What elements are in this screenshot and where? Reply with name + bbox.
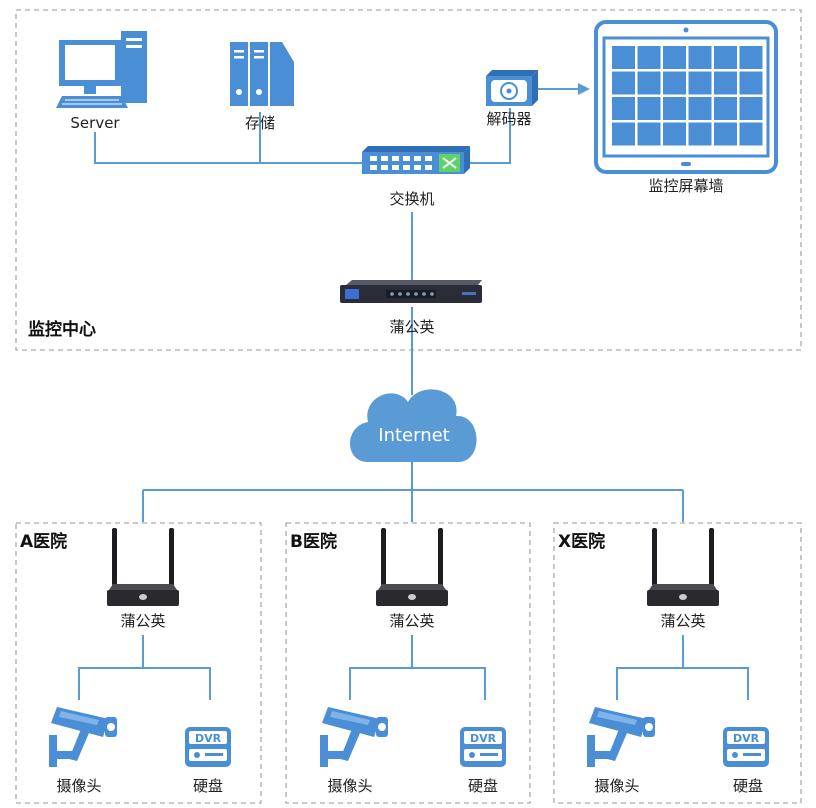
decoder-icon xyxy=(486,70,538,106)
branch-b-dvr-disk-icon: DVR xyxy=(460,727,506,767)
switch-label: 交换机 xyxy=(389,190,435,208)
branch-a-camera-icon xyxy=(49,707,117,767)
gateway-label: 蒲公英 xyxy=(389,318,435,336)
branch-box-a xyxy=(15,522,262,804)
monitoring-center-box xyxy=(15,9,802,351)
connection-lines xyxy=(78,108,749,700)
internet-cloud-icon xyxy=(350,389,477,462)
branch-x-dvr-disk-icon: DVR xyxy=(723,727,769,767)
branch-a-title: A医院 xyxy=(20,532,68,552)
branch-a-camera-label: 摄像头 xyxy=(56,777,102,795)
branch-b-disk-label: 硬盘 xyxy=(467,777,499,795)
branch-a-dvr-disk-icon: DVR xyxy=(185,727,231,767)
branch-x-camera-icon xyxy=(587,707,655,767)
monitor-wall-label: 监控屏幕墙 xyxy=(648,177,724,195)
monitoring-center-title: 监控中心 xyxy=(28,320,96,340)
gateway-device-icon xyxy=(340,280,482,303)
storage-label: 存储 xyxy=(244,114,276,132)
dvr-text: DVR xyxy=(470,732,497,745)
monitor-wall-grid xyxy=(612,46,763,146)
branch-a-disk-label: 硬盘 xyxy=(192,777,224,795)
server-computer-icon xyxy=(56,31,147,108)
branch-x-title: X医院 xyxy=(558,532,606,552)
branch-b-router-label: 蒲公英 xyxy=(389,612,435,630)
branch-b-camera-label: 摄像头 xyxy=(327,777,373,795)
dvr-text: DVR xyxy=(195,732,222,745)
branch-box-x xyxy=(553,522,802,804)
monitor-wall-icon xyxy=(594,20,778,174)
decoder-link xyxy=(464,108,511,164)
branch-box-b xyxy=(285,522,531,804)
branch-a-router-icon xyxy=(107,528,179,606)
branch-b-title: B医院 xyxy=(290,532,337,552)
internet-label: Internet xyxy=(378,425,450,446)
switch-icon xyxy=(362,146,470,174)
branch-x-camera-label: 摄像头 xyxy=(594,777,640,795)
server-link xyxy=(94,132,362,164)
storage-icon xyxy=(230,42,294,106)
server-label: Server xyxy=(70,114,120,132)
branch-b-camera-icon xyxy=(320,707,388,767)
decoder-label: 解码器 xyxy=(486,110,532,128)
dvr-text: DVR xyxy=(733,732,760,745)
branch-b-router-icon xyxy=(376,528,448,606)
branch-x-router-icon xyxy=(647,528,719,606)
branch-x-disk-label: 硬盘 xyxy=(732,777,764,795)
branch-x-router-label: 蒲公英 xyxy=(660,612,706,630)
decoder-wall-arrow xyxy=(537,83,590,95)
branch-a-router-label: 蒲公英 xyxy=(120,612,166,630)
